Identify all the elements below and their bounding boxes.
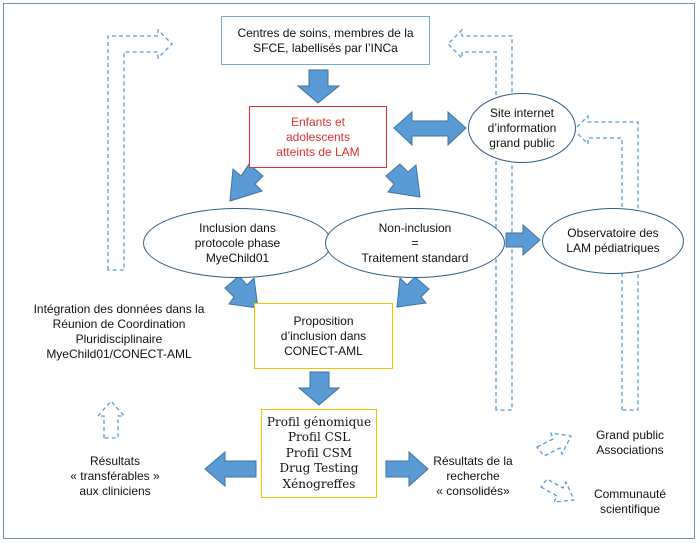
node-non-inclusion: Non-inclusion = Traitement standard: [325, 208, 505, 278]
arrow-non-inclusion-to-proposition: [396, 276, 430, 308]
dashed-loop-right-2: [573, 114, 639, 411]
arrow-enfants-site: [393, 110, 467, 147]
node-inclusion: Inclusion dans protocole phase MyeChild0…: [143, 208, 332, 278]
dashed-loop-left: [107, 28, 173, 271]
arrow-non-inclusion-to-observatoire: [505, 223, 541, 257]
legend-grand-public: Grand public Associations: [595, 428, 665, 457]
arrow-enfants-to-non-inclusion: [385, 163, 421, 198]
node-centres: Centres de soins, membres de la SFCE, la…: [221, 16, 430, 65]
legend-arrow-communaute: [540, 478, 575, 503]
node-proposition: Proposition d’inclusion dans CONECT-AML: [254, 303, 393, 369]
arrow-profil-to-consolides: [385, 450, 429, 488]
legend-communaute: Communauté scientifique: [593, 487, 667, 516]
dashed-up-arrow: [96, 400, 126, 439]
text-resultats-transferables: Résultats « transférables » aux clinicie…: [70, 454, 160, 498]
node-site-internet: Site internet d’information grand public: [468, 93, 576, 163]
dashed-loop-right-1: [447, 28, 513, 411]
node-enfants: Enfants et adolescents atteints de LAM: [249, 106, 387, 168]
arrow-centres-to-enfants: [296, 69, 341, 104]
legend-arrow-grand-public: [536, 432, 572, 457]
arrow-profil-to-transferables: [204, 450, 257, 488]
text-integration: Intégration des données dans la Réunion …: [33, 302, 205, 361]
arrow-enfants-to-inclusion: [229, 163, 264, 202]
text-resultats-consolides: Résultats de la recherche « consolidés»: [433, 454, 513, 498]
node-observatoire: Observatoire des LAM pédiatriques: [542, 208, 684, 274]
diagram-frame: [3, 3, 695, 539]
node-profil: Profil génomique Profil CSL Profil CSM D…: [261, 409, 377, 498]
arrow-proposition-to-profil: [297, 371, 341, 406]
